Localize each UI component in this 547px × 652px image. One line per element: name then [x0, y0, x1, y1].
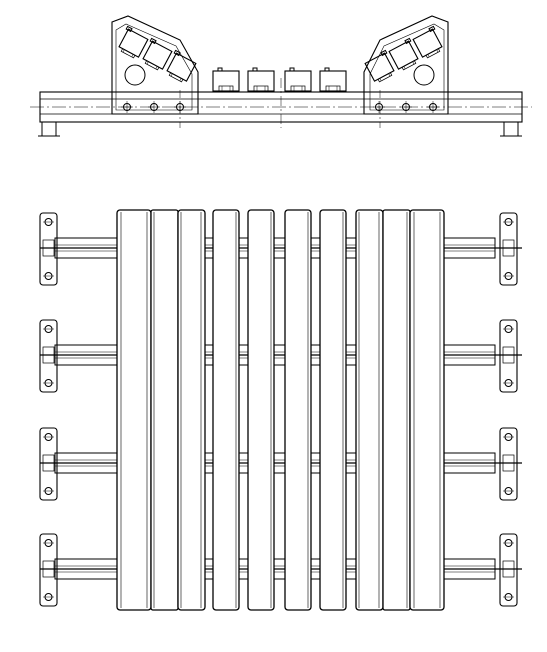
roller-4	[212, 209, 240, 611]
center-idler-2	[247, 67, 275, 92]
center-idler-4	[319, 67, 347, 92]
roller-10	[409, 209, 445, 611]
pivot-circle-left	[124, 64, 146, 86]
center-idler-1	[212, 67, 240, 92]
mounting-brackets-left	[39, 212, 58, 607]
bolt-holes-left	[121, 101, 186, 113]
mounting-bracket-right-3	[499, 427, 518, 501]
mounting-bracket-right-2	[499, 319, 518, 393]
roller-2	[150, 209, 179, 611]
mounting-bracket-right-4	[499, 533, 518, 607]
wing-idler-left-3	[166, 49, 197, 83]
mounting-bracket-right-1	[499, 212, 518, 286]
support-beam-4	[40, 558, 522, 580]
plan-view	[39, 209, 522, 611]
wing-idler-right-3	[364, 49, 395, 83]
roller-9	[382, 209, 411, 611]
right-wing-frame	[363, 15, 449, 128]
roller-3	[177, 209, 206, 611]
left-wing-frame	[111, 15, 199, 128]
roller-7	[319, 209, 347, 611]
center-idler-3	[284, 67, 312, 92]
roller-6	[284, 209, 312, 611]
roller-5	[247, 209, 275, 611]
support-beams	[40, 237, 522, 580]
support-beam-2	[40, 344, 522, 366]
wing-idler-left-2	[142, 37, 173, 71]
wing-idler-left-1	[118, 25, 149, 59]
wing-idler-right-1	[412, 25, 443, 59]
left-wing-idlers	[118, 25, 197, 83]
base-beam	[30, 78, 532, 128]
rollers	[116, 209, 445, 611]
front-view	[30, 15, 532, 137]
pivot-circle-right	[413, 64, 435, 86]
mounting-bracket-left-3	[39, 427, 58, 501]
right-wing-idlers	[364, 25, 443, 83]
roller-8	[355, 209, 384, 611]
wing-idler-right-2	[388, 37, 419, 71]
mounting-bracket-left-2	[39, 319, 58, 393]
base-feet	[38, 121, 522, 137]
center-idlers	[212, 67, 347, 92]
support-beam-3	[40, 452, 522, 474]
roller-1	[116, 209, 152, 611]
bolt-holes-right	[373, 101, 439, 113]
support-beam-1	[40, 237, 522, 259]
mounting-bracket-left-4	[39, 533, 58, 607]
mounting-bracket-left-1	[39, 212, 58, 286]
mounting-brackets-right	[499, 212, 518, 607]
